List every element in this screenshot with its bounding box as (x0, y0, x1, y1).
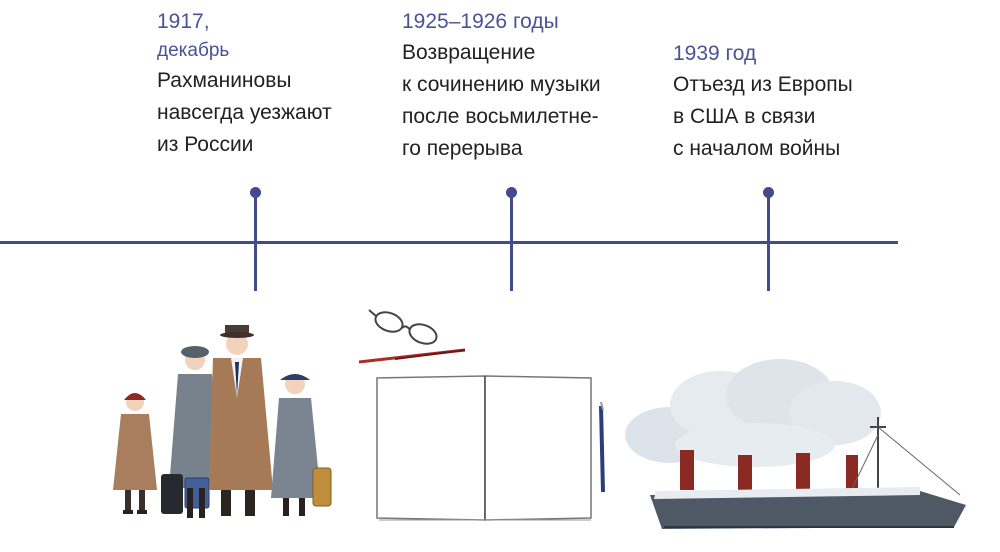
event-date: 1925–1926 годы (402, 10, 559, 33)
glasses-icon (368, 309, 438, 345)
description-line: после восьмилетне- (402, 105, 599, 128)
description-line: Возвращение (402, 41, 536, 64)
woman-figure (161, 346, 219, 518)
timeline-dot-1917 (250, 187, 261, 198)
timeline-tick-1917 (254, 192, 257, 291)
notebook-illustration (358, 309, 605, 521)
description-line: в США в связи (673, 105, 816, 128)
event-date-sub: декабрь (157, 40, 230, 61)
description-line: навсегда уезжают (157, 101, 332, 124)
event-date: 1917, декабрь (157, 6, 332, 65)
older-girl-figure (271, 374, 332, 516)
timeline-line (0, 241, 898, 244)
smoke-cloud-icon (625, 359, 881, 467)
notebook-icon (376, 375, 592, 521)
steamship-illustration (625, 359, 966, 529)
description-line: Рахманиновы (157, 69, 292, 92)
event-date: 1939 год (673, 42, 757, 65)
timeline-dot-1939 (763, 187, 774, 198)
pen-icon (358, 348, 466, 364)
event-description: Рахманиновы навсегда уезжают из России (157, 65, 332, 161)
family-illustration (113, 325, 332, 518)
pencil-icon (599, 401, 605, 493)
event-1917: 1917, декабрь Рахманиновы навсегда уезжа… (157, 6, 332, 161)
girl-figure (113, 393, 157, 514)
timeline-tick-1939 (767, 192, 770, 291)
event-description: Возвращение к сочинению музыки после вос… (402, 37, 601, 165)
description-line: го перерыва (402, 137, 523, 160)
event-1939: 1939 год Отъезд из Европы в США в связи … (673, 38, 853, 165)
ship-hull-icon (650, 487, 966, 529)
description-line: из России (157, 133, 254, 156)
description-line: Отъезд из Европы (673, 73, 853, 96)
timeline-tick-1925 (510, 192, 513, 291)
description-line: с началом войны (673, 137, 841, 160)
event-1925-1926: 1925–1926 годы Возвращение к сочинению м… (402, 6, 601, 165)
mast-icon (849, 417, 961, 496)
event-description: Отъезд из Европы в США в связи с началом… (673, 69, 853, 165)
description-line: к сочинению музыки (402, 73, 601, 96)
man-figure (209, 325, 273, 516)
timeline-dot-1925 (506, 187, 517, 198)
